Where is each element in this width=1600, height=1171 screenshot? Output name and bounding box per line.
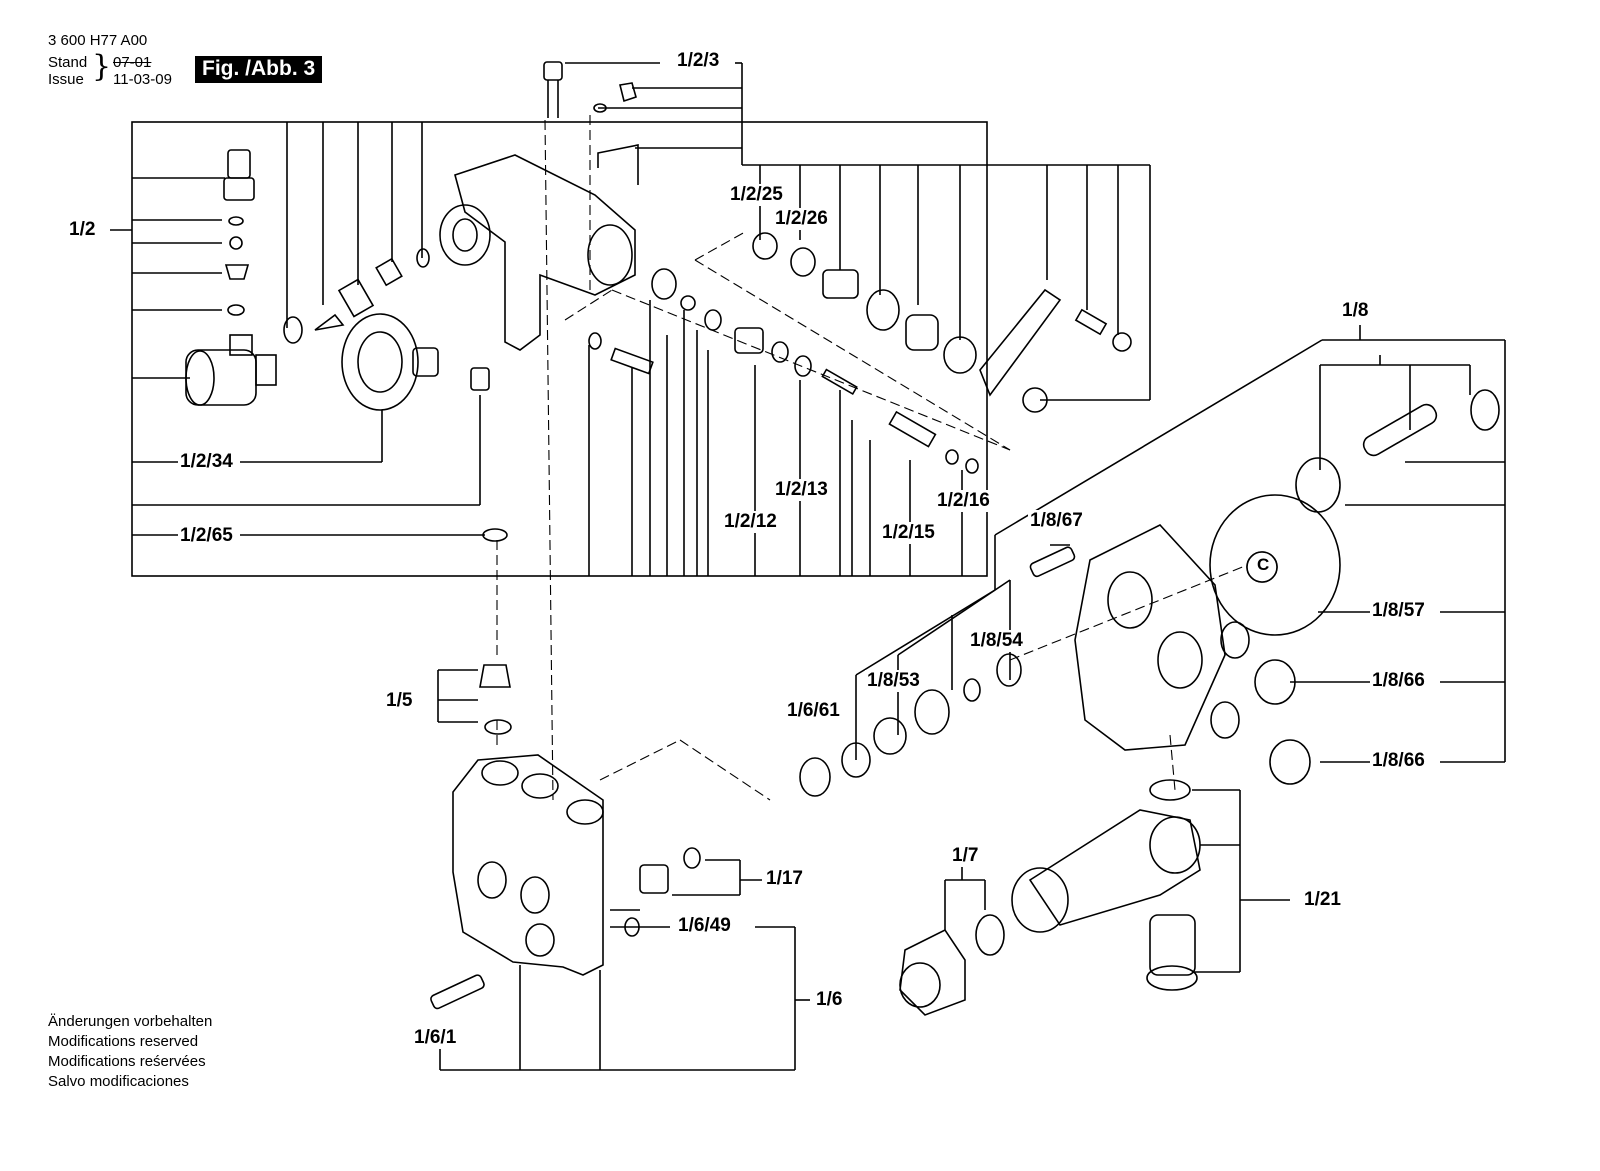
group-1-2-frame xyxy=(131,121,988,577)
callout-1-8-53: 1/8/53 xyxy=(865,670,922,692)
callout-1-8: 1/8 xyxy=(1340,300,1371,322)
callout-1-8-57: 1/8/57 xyxy=(1370,600,1427,622)
callout-1-2-25: 1/2/25 xyxy=(728,184,785,206)
figure-label: Fig. /Abb. 3 xyxy=(195,56,323,83)
document-number: 3 600 H77 A00 xyxy=(48,32,148,49)
issue-label: Issue xyxy=(48,71,84,88)
callout-1-2-15: 1/2/15 xyxy=(880,522,937,544)
callout-1-6-1: 1/6/1 xyxy=(412,1027,459,1049)
modifications-line-en: Modifications reserved xyxy=(48,1033,199,1050)
modifications-line-fr: Modifications reśervées xyxy=(48,1053,206,1070)
callout-1-2: 1/2 xyxy=(67,219,98,241)
callout-1-6: 1/6 xyxy=(814,989,845,1011)
callout-1-5: 1/5 xyxy=(384,690,415,712)
callout-1-7: 1/7 xyxy=(950,845,981,867)
callout-1-17: 1/17 xyxy=(764,868,805,890)
callout-1-6-49: 1/6/49 xyxy=(676,915,733,937)
callout-1-2-13: 1/2/13 xyxy=(773,479,830,501)
callout-1-8-67: 1/8/67 xyxy=(1028,510,1085,532)
header-brace: } xyxy=(92,49,112,84)
callout-1-2-65: 1/2/65 xyxy=(178,525,235,547)
modifications-note: Änderungen vorbehalten Modifications res… xyxy=(48,1012,212,1092)
callout-1-21: 1/21 xyxy=(1302,889,1343,911)
callout-1-8-54: 1/8/54 xyxy=(968,630,1025,652)
stand-label: Stand xyxy=(48,54,88,71)
callout-1-8-66-upper: 1/8/66 xyxy=(1370,670,1427,692)
callout-1-8-66-lower: 1/8/66 xyxy=(1370,750,1427,772)
stand-value: 07-01 xyxy=(113,54,152,71)
callout-1-2-26: 1/2/26 xyxy=(773,208,830,230)
callout-1-2-12: 1/2/12 xyxy=(722,511,779,533)
modifications-line-de: Änderungen vorbehalten xyxy=(48,1013,213,1030)
callout-1-2-16: 1/2/16 xyxy=(935,490,992,512)
callout-1-2-3: 1/2/3 xyxy=(675,50,722,72)
issue-value: 11-03-09 xyxy=(113,71,172,88)
modifications-line-es: Salvo modificaciones xyxy=(48,1073,189,1090)
callout-1-6-61: 1/6/61 xyxy=(785,700,842,722)
callout-c: C xyxy=(1257,555,1270,574)
callout-1-2-34: 1/2/34 xyxy=(178,451,235,473)
